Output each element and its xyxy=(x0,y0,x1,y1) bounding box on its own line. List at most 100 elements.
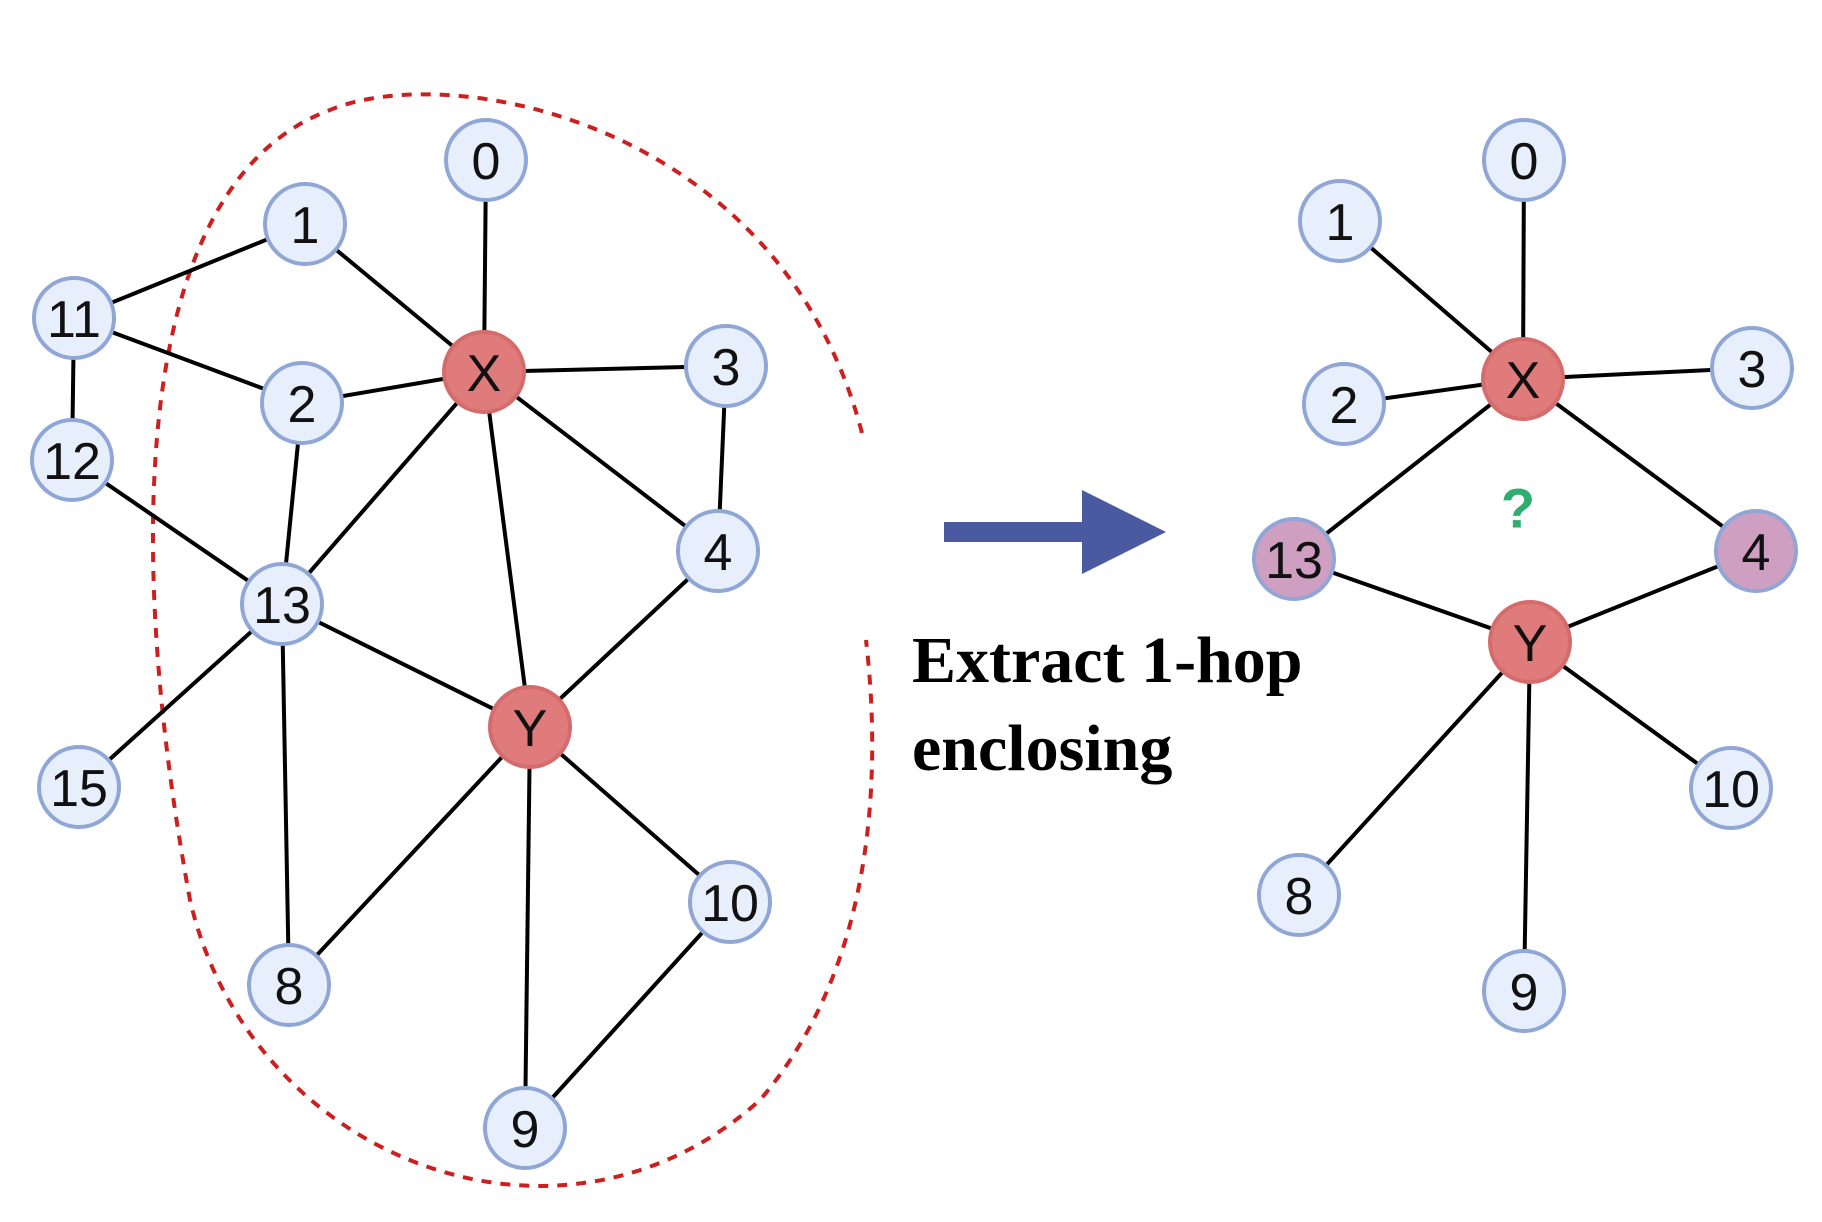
left-node-x: X xyxy=(442,330,526,414)
left-node-8: 8 xyxy=(247,943,331,1027)
left-node-12: 12 xyxy=(30,418,114,502)
left-node-0: 0 xyxy=(444,118,528,202)
right-node-y: Y xyxy=(1488,600,1572,684)
left-node-10: 10 xyxy=(688,860,772,944)
left-node-circle xyxy=(483,1086,567,1170)
left-node-label: 3 xyxy=(712,339,741,397)
left-node-label: 4 xyxy=(704,524,733,582)
right-node-label: 10 xyxy=(1702,761,1760,819)
left-edge-X-13 xyxy=(280,370,486,606)
right-nodes: 0 1X 3 2 13 4Y 10 8 9 xyxy=(1252,118,1798,1033)
left-node-y: Y xyxy=(488,685,572,769)
left-edges xyxy=(70,158,732,1130)
right-edge-X-13 xyxy=(1292,377,1525,561)
left-node-label: 8 xyxy=(275,958,304,1016)
left-node-label: 1 xyxy=(291,197,320,255)
left-node-label: 15 xyxy=(50,760,108,818)
right-node-circle xyxy=(1302,362,1386,446)
right-node-label: 0 xyxy=(1510,133,1539,191)
right-node-circle xyxy=(1710,326,1794,410)
left-edge-Y-9 xyxy=(523,725,532,1130)
right-node-label: 4 xyxy=(1742,524,1771,582)
right-node-circle xyxy=(1689,746,1773,830)
right-node-label: 9 xyxy=(1510,964,1539,1022)
right-node-1: 1 xyxy=(1298,179,1382,263)
left-node-circle xyxy=(442,330,526,414)
left-node-label: 9 xyxy=(511,1101,540,1159)
right-node-8: 8 xyxy=(1257,853,1341,937)
right-node-4: 4 xyxy=(1714,509,1798,593)
right-node-0: 0 xyxy=(1482,118,1566,202)
left-node-circle xyxy=(30,418,114,502)
right-node-circle xyxy=(1482,118,1566,202)
left-node-label: 12 xyxy=(43,433,101,491)
left-edge-X-4 xyxy=(482,370,720,553)
left-node-label: Y xyxy=(513,700,548,758)
right-node-10: 10 xyxy=(1689,746,1773,830)
left-edge-13-Y xyxy=(280,602,532,729)
left-node-circle xyxy=(488,685,572,769)
left-node-9: 9 xyxy=(483,1086,567,1170)
left-node-circle xyxy=(37,745,121,829)
right-node-circle xyxy=(1482,949,1566,1033)
left-node-1: 1 xyxy=(263,182,347,266)
left-node-2: 2 xyxy=(260,361,344,445)
left-node-circle xyxy=(684,324,768,408)
left-node-15: 15 xyxy=(37,745,121,829)
right-node-13: 13 xyxy=(1252,517,1336,601)
right-node-circle xyxy=(1252,517,1336,601)
left-node-circle xyxy=(676,509,760,593)
left-node-label: 10 xyxy=(701,875,759,933)
left-edge-Y-10 xyxy=(528,725,732,904)
right-node-circle xyxy=(1481,337,1565,421)
right-node-circle xyxy=(1714,509,1798,593)
right-node-circle xyxy=(1257,853,1341,937)
right-edge-Y-8 xyxy=(1297,640,1532,897)
left-node-circle xyxy=(688,860,772,944)
left-edge-12-13 xyxy=(70,458,284,606)
right-edge-X-4 xyxy=(1521,377,1758,553)
left-edge-Y-8 xyxy=(287,725,532,987)
caption-line-2: enclosing xyxy=(912,712,1172,785)
right-edge-Y-9 xyxy=(1522,640,1532,993)
right-node-circle xyxy=(1488,600,1572,684)
left-node-13: 13 xyxy=(240,562,324,646)
left-node-11: 11 xyxy=(32,276,116,360)
left-edge-13-15 xyxy=(77,602,284,789)
left-node-label: 13 xyxy=(253,577,311,635)
left-node-label: X xyxy=(467,345,502,403)
right-node-x: X xyxy=(1481,337,1565,421)
left-edge-X-Y xyxy=(482,370,532,729)
right-node-label: Y xyxy=(1513,615,1548,673)
caption-line-1: Extract 1-hop xyxy=(912,624,1302,697)
left-node-circle xyxy=(263,182,347,266)
left-edge-4-Y xyxy=(528,549,720,729)
left-node-label: 0 xyxy=(472,133,501,191)
left-node-circle xyxy=(444,118,528,202)
left-node-label: 2 xyxy=(288,376,317,434)
right-node-circle xyxy=(1298,179,1382,263)
left-node-circle xyxy=(247,943,331,1027)
right-edges xyxy=(1292,158,1758,993)
right-node-label: 13 xyxy=(1265,532,1323,590)
right-node-label: X xyxy=(1506,352,1541,410)
left-edge-10-9 xyxy=(523,900,732,1130)
left-node-circle xyxy=(32,276,116,360)
left-node-label: 11 xyxy=(47,291,101,349)
left-node-circle xyxy=(240,562,324,646)
right-node-label: 8 xyxy=(1285,868,1314,926)
left-node-4: 4 xyxy=(676,509,760,593)
right-node-label: 2 xyxy=(1330,377,1359,435)
left-node-circle xyxy=(260,361,344,445)
right-node-label: 1 xyxy=(1326,194,1355,252)
unknown-link-question-mark: ? xyxy=(1501,477,1535,540)
left-node-3: 3 xyxy=(684,324,768,408)
right-node-9: 9 xyxy=(1482,949,1566,1033)
right-arrow-icon xyxy=(944,490,1166,574)
left-edge-13-8 xyxy=(280,602,291,987)
right-node-3: 3 xyxy=(1710,326,1794,410)
right-graph: ? 0 1X 3 2 13 4Y 10 8 9 xyxy=(1252,118,1798,1033)
